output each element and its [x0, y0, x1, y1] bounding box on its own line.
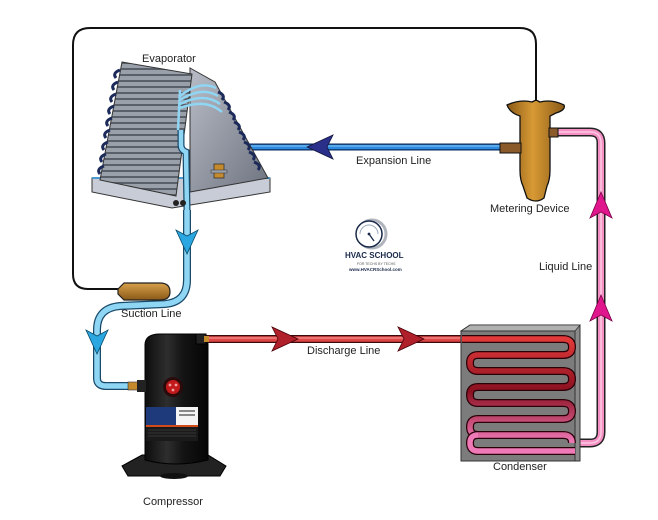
expansion-line-arrow	[306, 134, 334, 160]
compressor	[121, 333, 227, 479]
discharge-line-arrow-left	[271, 326, 299, 352]
metering-device-label: Metering Device	[490, 203, 570, 215]
evaporator-coil	[91, 61, 271, 211]
discharge-line-arrow-right	[397, 326, 425, 352]
sensing-bulb	[117, 282, 171, 301]
liquid-line-label: Liquid Line	[539, 261, 593, 273]
logo-tagline: FOR TECHS BY TECHS	[357, 262, 396, 266]
hvac-school-logo-icon	[355, 218, 388, 250]
liquid-line	[556, 127, 606, 448]
liquid-line-arrow-upper	[589, 190, 613, 219]
metering-device	[499, 99, 565, 202]
logo-url: www.HVACRSchool.com	[349, 267, 402, 272]
suction-line-label: Suction Line	[121, 308, 182, 320]
condenser-coil	[459, 324, 581, 462]
evaporator-label: Evaporator	[142, 53, 196, 65]
expansion-line-label: Expansion Line	[356, 155, 432, 167]
discharge-line-label: Discharge Line	[307, 345, 381, 357]
condenser-label: Condenser	[493, 461, 547, 473]
suction-line-arrow-upper	[175, 229, 199, 255]
suction-line-arrow-lower	[85, 329, 109, 355]
compressor-label: Compressor	[143, 496, 203, 508]
suction-line	[93, 210, 191, 390]
logo-name: HVAC SCHOOL	[345, 251, 404, 260]
sensing-bulb-capillary	[72, 27, 537, 290]
liquid-line-arrow-lower	[589, 293, 613, 322]
